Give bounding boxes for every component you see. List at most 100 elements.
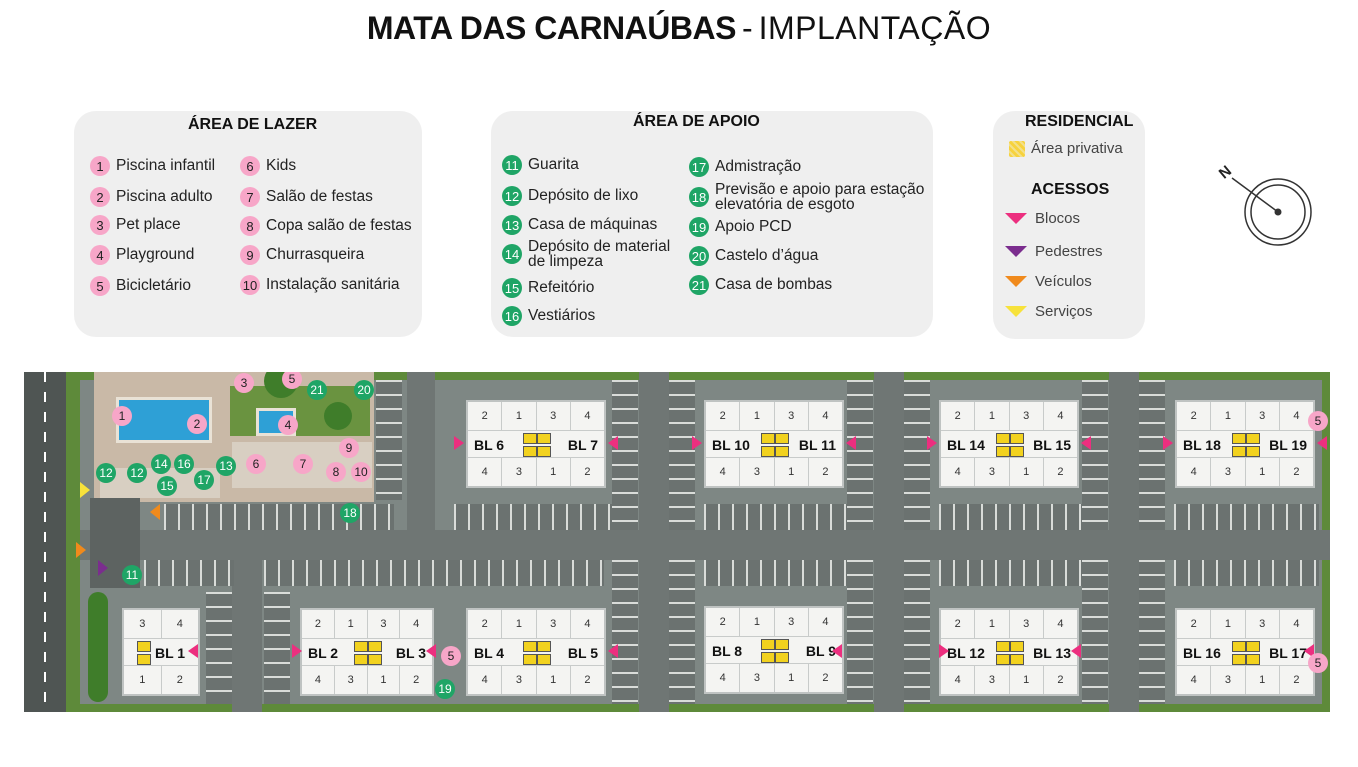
block-label: BL 8 (712, 643, 743, 659)
page-title: MATA DAS CARNAÚBAS-IMPLANTAÇÃO (0, 8, 1358, 48)
marker-guarita: 11 (122, 565, 142, 585)
legend-servicos: Serviços (1005, 303, 1093, 320)
apoio-item-label: Refeitório (528, 279, 595, 296)
apoio-item-label: Admistração (715, 158, 802, 175)
number-badge: 3 (90, 215, 110, 235)
marker-bicicletario: 5 (282, 372, 302, 389)
boundary-grass (80, 704, 1330, 712)
block-label: BL 10 (712, 437, 750, 453)
lazer-item-label: Pet place (116, 216, 181, 233)
lazer-item-label: Salão de festas (266, 188, 373, 205)
unit-number: 4 (941, 458, 976, 486)
unit-number: 2 (302, 610, 335, 638)
unit-number: 1 (1010, 458, 1044, 486)
unit-number: 2 (1057, 674, 1064, 686)
unit-number: 3 (124, 610, 162, 638)
lazer-item-label: Copa salão de festas (266, 217, 412, 234)
marker-refeitorio: 15 (157, 476, 177, 496)
unit-number: 4 (1293, 618, 1300, 630)
block-label: BL 18 (1183, 437, 1221, 453)
unit-number: 4 (468, 666, 503, 694)
legend-blocos: Blocos (1005, 210, 1080, 227)
marker-kids: 6 (246, 454, 266, 474)
unit-number: 4 (822, 410, 829, 422)
apoio-item-label: Guarita (528, 156, 579, 173)
pedestres-arrow-icon (1005, 246, 1027, 257)
block-entrance-arrow-icon (1071, 644, 1081, 658)
number-badge: 4 (90, 245, 110, 265)
block-entrance-arrow-icon (454, 436, 464, 450)
servicos-access-arrow-icon (80, 482, 90, 498)
unit-number: 2 (706, 608, 741, 636)
private-area-icon (523, 433, 551, 457)
internal-road (407, 372, 435, 532)
block-entrance-arrow-icon (1304, 644, 1314, 658)
parking-row (704, 560, 864, 586)
unit-number: 1 (502, 402, 537, 430)
marker-deposito-limpeza: 14 (151, 454, 171, 474)
private-area-icon (136, 641, 151, 665)
block-entrance-arrow-icon (292, 644, 302, 658)
lazer-item-label: Piscina adulto (116, 188, 213, 205)
apoio-item-label: Casa de bombas (715, 276, 833, 293)
number-badge: 6 (240, 156, 260, 176)
unit-number: 2 (584, 466, 591, 478)
number-badge: 11 (502, 155, 522, 175)
marker-playground: 4 (278, 415, 298, 435)
parking-row (939, 504, 1099, 530)
apoio-title: ÁREA DE APOIO (633, 113, 760, 130)
unit-number: 1 (740, 402, 775, 430)
unit-number: 3 (502, 458, 537, 486)
internal-road (232, 560, 262, 712)
hatch-swatch-icon (1009, 140, 1025, 157)
apoio-item-label: Apoio PCD (715, 218, 792, 235)
marker-castelo-dagua: 20 (354, 380, 374, 400)
number-badge: 8 (240, 216, 260, 236)
block-label: BL 4 (474, 645, 505, 661)
apoio-item-label: Vestiários (528, 307, 596, 324)
unit-number: 1 (1211, 610, 1246, 638)
marker-vestiarios: 16 (174, 454, 194, 474)
parking-row (164, 504, 394, 530)
parking-column (1082, 560, 1108, 704)
private-area-icon (996, 641, 1024, 665)
parking-column (1139, 380, 1165, 530)
number-badge: 19 (689, 217, 709, 237)
unit-number: 2 (1177, 610, 1212, 638)
servicos-arrow-icon (1005, 306, 1027, 317)
unit-number: 3 (1010, 610, 1044, 638)
unit-number: 1 (537, 458, 571, 486)
apoio-item-label: Casa de máquinas (528, 216, 658, 233)
number-badge: 17 (689, 157, 709, 177)
parking-column (206, 592, 232, 704)
private-area-icon (1232, 433, 1260, 457)
unit-number: 1 (775, 664, 809, 692)
apoio-item: 19 Apoio PCD (689, 217, 792, 237)
lazer-item-label: Bicicletário (116, 277, 191, 294)
marker-pet-place: 3 (234, 373, 254, 393)
unit-number: 4 (1057, 618, 1064, 630)
unit-number: 2 (1177, 402, 1212, 430)
legend-label: Serviços (1035, 303, 1093, 320)
unit-number: 3 (975, 666, 1010, 694)
marker-piscina-adulto: 2 (187, 414, 207, 434)
number-badge: 10 (240, 275, 260, 295)
parking-column (612, 560, 638, 704)
title-main: MATA DAS CARNAÚBAS (366, 10, 737, 46)
parking-row (264, 560, 604, 586)
marker-bicicletario: 5 (1308, 653, 1328, 673)
private-area-icon (1232, 641, 1260, 665)
unit-number: 1 (1010, 666, 1044, 694)
unit-number: 1 (537, 666, 571, 694)
pedestres-access-arrow-icon (98, 560, 108, 576)
unit-number: 2 (176, 674, 183, 686)
parking-row (1174, 504, 1319, 530)
unit-number: 3 (975, 458, 1010, 486)
